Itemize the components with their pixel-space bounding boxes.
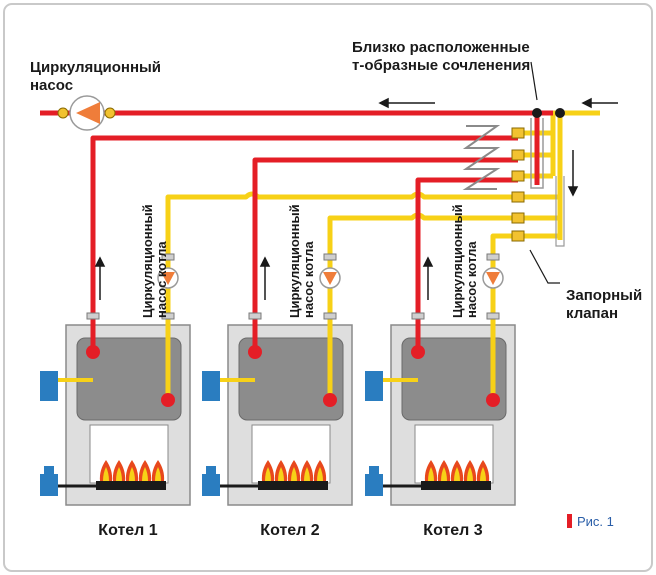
boiler-1-label: Котел 1 <box>98 522 157 539</box>
burner-icon <box>40 371 58 401</box>
flames <box>96 460 491 490</box>
boiler-pumps <box>157 267 504 289</box>
flame-core <box>304 467 310 481</box>
return-collector <box>555 176 565 247</box>
flame-icon <box>261 460 327 481</box>
pump-icon <box>323 272 337 285</box>
hydraulic-separator <box>530 118 544 189</box>
flame-core <box>278 467 284 481</box>
header-valve-right <box>104 107 116 119</box>
pipe-fittings <box>86 253 500 320</box>
flame-core <box>129 467 135 481</box>
svg-text:Циркуляционный: Циркуляционный <box>140 204 155 318</box>
boiler-2-label: Котел 2 <box>260 522 319 539</box>
boiler-pump-label-2: Циркуляционный насос котла <box>287 204 316 318</box>
leader-lines <box>529 61 560 284</box>
svg-text:Циркуляционный: Циркуляционный <box>450 204 465 318</box>
supply-pipes <box>40 110 553 352</box>
flame-core <box>116 467 122 481</box>
flame-core <box>103 467 109 481</box>
figure-caption: Рис. 1 <box>577 514 614 529</box>
check-valve-icon <box>462 125 501 190</box>
flame-core <box>467 467 473 481</box>
svg-text:насос котла: насос котла <box>464 241 479 318</box>
flame-core <box>155 467 161 481</box>
svg-text:насос котла: насос котла <box>301 241 316 318</box>
flame-icon <box>99 460 165 481</box>
svg-text:насос котла: насос котла <box>154 241 169 318</box>
shutoff-valve-label: Запорный клапан <box>566 287 646 322</box>
flame-core <box>317 467 323 481</box>
pump-icon <box>486 272 500 285</box>
burner-icon <box>202 371 220 401</box>
boiler-3-label: Котел 3 <box>423 522 482 539</box>
flame-core <box>142 467 148 481</box>
tee-junction-supply <box>532 108 542 118</box>
figure-marker <box>567 514 572 528</box>
tee-junction-return <box>555 108 565 118</box>
svg-text:Циркуляционный: Циркуляционный <box>287 204 302 318</box>
main-pump <box>69 95 105 131</box>
burner-icon <box>365 371 383 401</box>
boiler-pump-label-3: Циркуляционный насос котла <box>450 204 479 318</box>
pump-icon <box>76 102 100 124</box>
flame-core <box>265 467 271 481</box>
valve-icon <box>511 127 525 242</box>
flow-arrow-icon <box>94 97 618 300</box>
pump-icon <box>161 272 175 285</box>
flame-core <box>480 467 486 481</box>
burner-controls <box>40 371 421 496</box>
flame-core <box>454 467 460 481</box>
flame-icon <box>424 460 490 481</box>
header-valve-left <box>57 107 69 119</box>
close-tees-label: Близко расположенные т-образные сочленен… <box>352 39 534 74</box>
pipe-connections <box>86 345 500 407</box>
boiler-pump-label-1: Циркуляционный насос котла <box>140 204 169 318</box>
diagram-frame <box>3 3 653 572</box>
flame-core <box>291 467 297 481</box>
main-pump-label: Циркуляционный насос <box>30 59 165 94</box>
flame-core <box>441 467 447 481</box>
flame-core <box>428 467 434 481</box>
